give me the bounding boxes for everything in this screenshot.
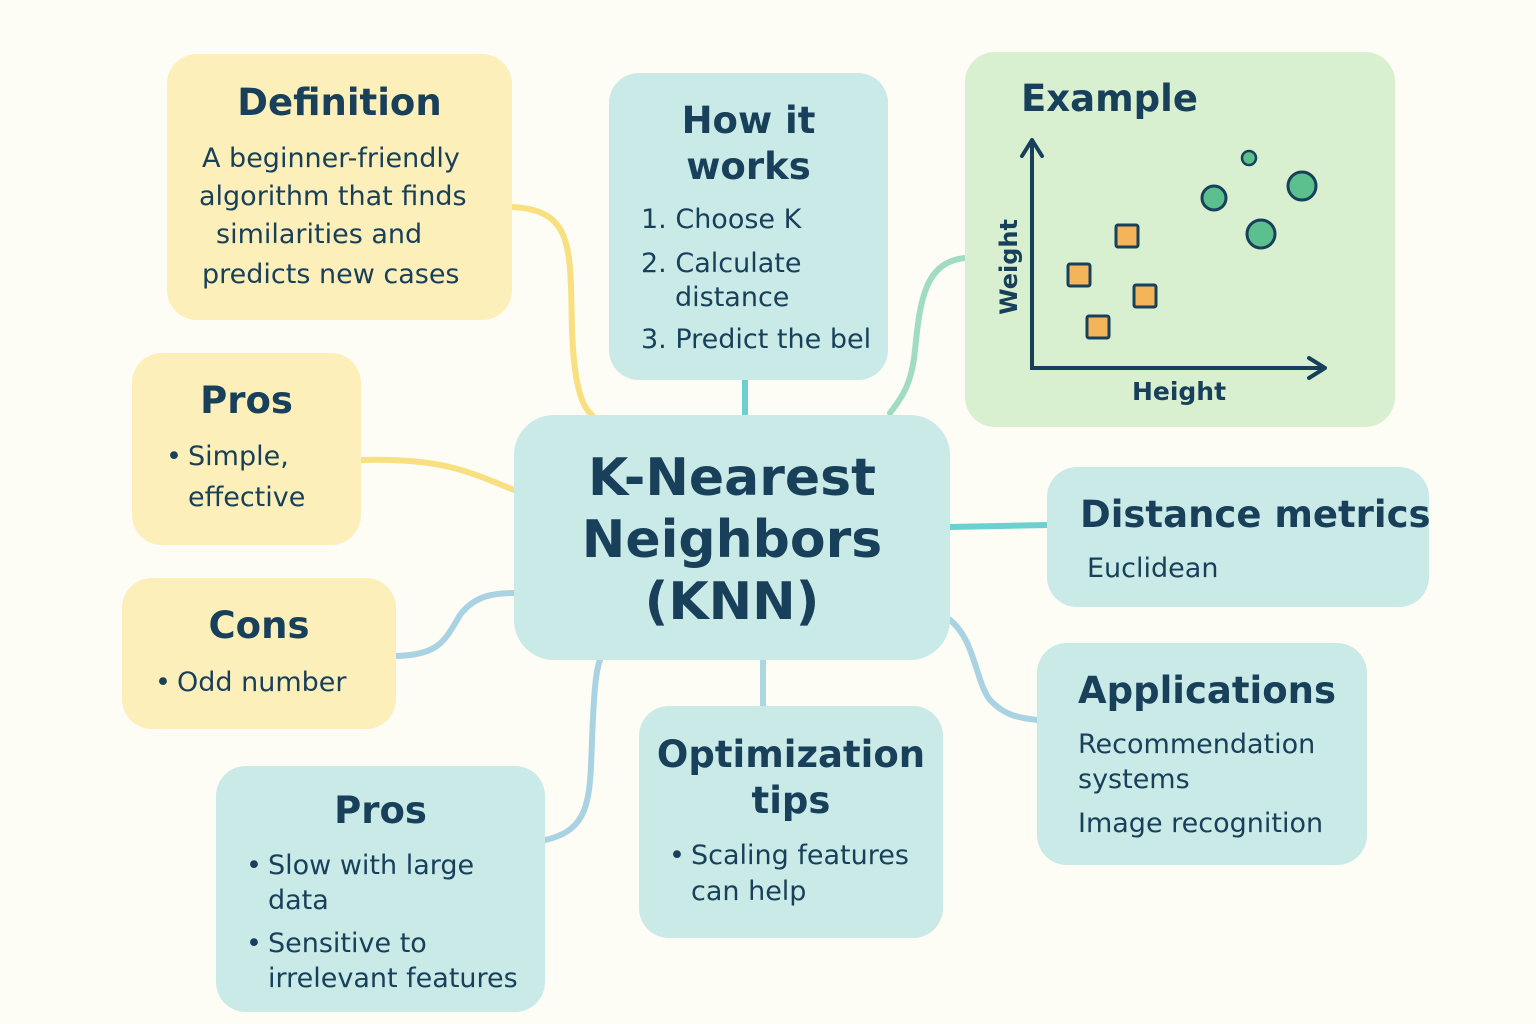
pros-bottom-title: Pros bbox=[334, 789, 427, 832]
cons-title: Cons bbox=[208, 604, 310, 647]
y-axis bbox=[1020, 138, 1044, 368]
optimization-tips-card: Optimization tips Scaling features can h… bbox=[639, 706, 943, 938]
pros-top-item: Simple, bbox=[166, 438, 289, 476]
how-it-works-step: distance bbox=[675, 282, 790, 313]
how-it-works-title-line: works bbox=[686, 145, 811, 188]
distance-metrics-item: Euclidean bbox=[1087, 553, 1219, 584]
y-axis-label: Weight bbox=[995, 219, 1023, 315]
cons-item: Odd number bbox=[155, 664, 346, 702]
applications-item: Image recognition bbox=[1078, 808, 1324, 839]
data-circle bbox=[1286, 170, 1318, 202]
connector-distance bbox=[949, 522, 1048, 530]
optimization-item: Scaling features bbox=[669, 837, 909, 875]
data-circle bbox=[1245, 218, 1277, 250]
definition-line: predicts new cases bbox=[202, 259, 460, 290]
center-node: K-Nearest Neighbors (KNN) bbox=[514, 415, 950, 660]
center-title-line: Neighbors bbox=[581, 510, 883, 570]
pros-top-title: Pros bbox=[200, 379, 293, 422]
data-circle bbox=[1200, 184, 1228, 212]
center-title-line: K-Nearest bbox=[588, 448, 876, 508]
data-square bbox=[1066, 262, 1092, 288]
data-square bbox=[1114, 223, 1140, 249]
optimization-item: can help bbox=[691, 876, 807, 907]
pros-bottom-item: Sensitive to bbox=[246, 925, 427, 963]
applications-item: systems bbox=[1078, 764, 1190, 795]
definition-title: Definition bbox=[237, 81, 442, 124]
connector-pros-top bbox=[358, 456, 517, 493]
optimization-title-line: tips bbox=[751, 779, 831, 822]
pros-bottom-item: data bbox=[268, 885, 329, 916]
center-title-line: (KNN) bbox=[644, 572, 820, 632]
pros-bottom-item: Slow with large bbox=[246, 847, 474, 885]
example-scatter-plot: Weight Height bbox=[995, 138, 1327, 406]
data-square bbox=[1132, 283, 1158, 309]
cons-card: Cons Odd number bbox=[122, 578, 396, 729]
applications-title: Applications bbox=[1078, 669, 1337, 712]
how-it-works-step: 1. Choose K bbox=[641, 204, 802, 235]
how-it-works-step: 3. Predict the bel bbox=[641, 324, 872, 355]
definition-line: A beginner-friendly bbox=[202, 143, 460, 174]
connector-applications bbox=[947, 617, 1040, 723]
how-it-works-step: 2. Calculate bbox=[641, 248, 802, 279]
x-axis-label: Height bbox=[1132, 377, 1226, 406]
data-circle bbox=[1240, 149, 1258, 167]
data-square bbox=[1085, 314, 1111, 340]
pros-top-card: Pros Simple, effective bbox=[132, 353, 361, 545]
optimization-title-line: Optimization bbox=[656, 733, 926, 776]
pros-bottom-card: Pros Slow with large data Sensitive to i… bbox=[216, 766, 545, 1012]
pros-bottom-item: irrelevant features bbox=[268, 963, 518, 994]
distance-metrics-card: Distance metrics Euclidean bbox=[1047, 467, 1431, 607]
connector-pros-bottom bbox=[542, 657, 603, 843]
definition-line: similarities and bbox=[216, 219, 423, 250]
applications-card: Applications Recommendation systems Imag… bbox=[1037, 643, 1367, 865]
distance-metrics-title: Distance metrics bbox=[1080, 493, 1431, 536]
connector-definition bbox=[509, 204, 595, 418]
connector-cons bbox=[393, 590, 517, 659]
example-title: Example bbox=[1021, 77, 1198, 120]
definition-line: algorithm that finds bbox=[199, 181, 467, 212]
pros-top-item: effective bbox=[188, 482, 306, 513]
how-it-works-card: How it works 1. Choose K 2. Calculate di… bbox=[609, 73, 888, 380]
how-it-works-title-line: How it bbox=[681, 99, 816, 142]
connector-example bbox=[887, 255, 968, 416]
example-card: Example Weight Height bbox=[965, 52, 1395, 427]
applications-item: Recommendation bbox=[1078, 729, 1316, 760]
x-axis bbox=[1030, 356, 1327, 380]
definition-card: Definition A beginner-friendly algorithm… bbox=[167, 54, 512, 320]
